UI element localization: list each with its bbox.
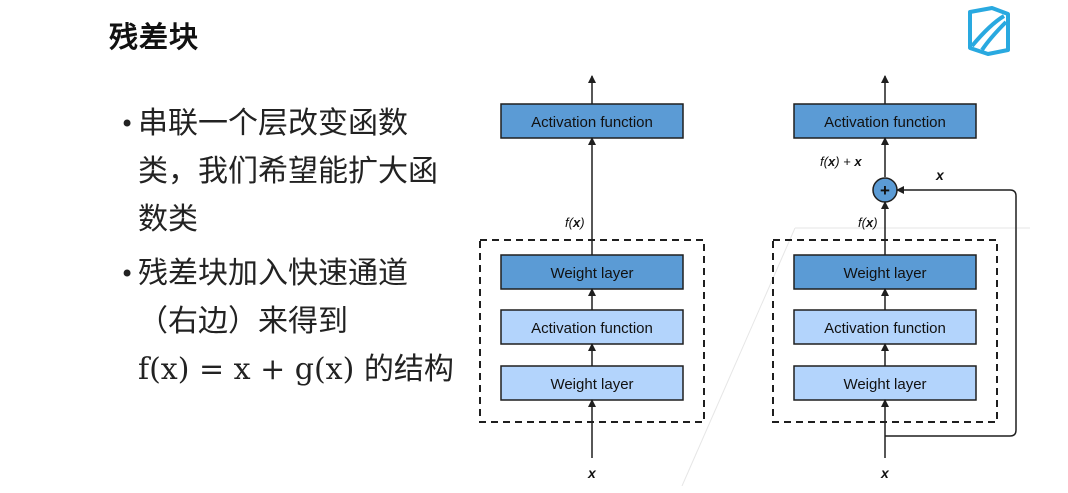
book-logo-icon (968, 6, 1010, 56)
fx-f: f (858, 215, 863, 230)
weight-layer-label: Weight layer (550, 376, 633, 393)
input-x-label: x (880, 465, 890, 481)
fx-x: x (865, 215, 874, 230)
fx-open-paren: ( (569, 215, 575, 230)
plus-icon: + (880, 181, 890, 200)
weight-layer-label: Weight layer (843, 376, 926, 393)
activation-box (500, 309, 684, 345)
plain-block: Activation function Weight layer Activat… (479, 75, 705, 481)
fx-open-paren: ( (862, 215, 868, 230)
formula: f(x) = x + g(x) (138, 352, 355, 387)
sum-f: f (820, 154, 825, 169)
fx-label: f(x) (565, 215, 585, 230)
sum-label: f(x) + x (820, 154, 862, 169)
formula-line: f(x) = x + g(x) 的结构 (138, 346, 460, 394)
formula-suffix: 的结构 (354, 352, 454, 387)
top-activation-label: Activation function (824, 114, 946, 131)
input-x-label: x (587, 465, 597, 481)
residual-block: Activation function Weight layer Activat… (772, 75, 1017, 481)
top-activation-box (500, 103, 684, 139)
top-activation-box (793, 103, 977, 139)
weight-layer-label: Weight layer (550, 265, 633, 282)
shortcut-connection (885, 186, 1017, 437)
fx-close-paren: ) (871, 215, 877, 230)
fx-x: x (572, 215, 581, 230)
fx-label: f(x) (858, 215, 878, 230)
bullet-list: • 串联一个层改变函数类，我们希望能扩大函数类 • 残差块加入快速通道（右边）来… (120, 100, 460, 394)
sum-close-paren: ) (833, 154, 843, 169)
bullet-text: 串联一个层改变函数类，我们希望能扩大函数类 (138, 106, 438, 237)
weight-layer-box (500, 254, 684, 290)
residual-block-diagram: Activation function Weight layer Activat… (479, 75, 1030, 486)
sum-x: x (827, 154, 836, 169)
sum-x2: x (853, 154, 862, 169)
activation-label: Activation function (531, 320, 653, 337)
sum-plus: + (843, 154, 851, 169)
bullet-item: • 串联一个层改变函数类，我们希望能扩大函数类 (120, 100, 460, 244)
fx-close-paren: ) (578, 215, 584, 230)
slide-title: 残差块 (109, 20, 200, 54)
shortcut-x-label: x (935, 167, 945, 183)
top-activation-label: Activation function (531, 114, 653, 131)
background-decoration (681, 227, 1030, 486)
fx-f: f (565, 215, 570, 230)
bullet-item: • 残差块加入快速通道（右边）来得到 f(x) = x + g(x) 的结构 (120, 250, 460, 394)
weight-layer-label: Weight layer (843, 265, 926, 282)
bullet-dot: • (120, 260, 135, 288)
bullet-text: 残差块加入快速通道（右边）来得到 (138, 256, 408, 339)
sum-open-paren: ( (824, 154, 830, 169)
bullet-dot: • (120, 110, 135, 138)
activation-label: Activation function (824, 320, 946, 337)
